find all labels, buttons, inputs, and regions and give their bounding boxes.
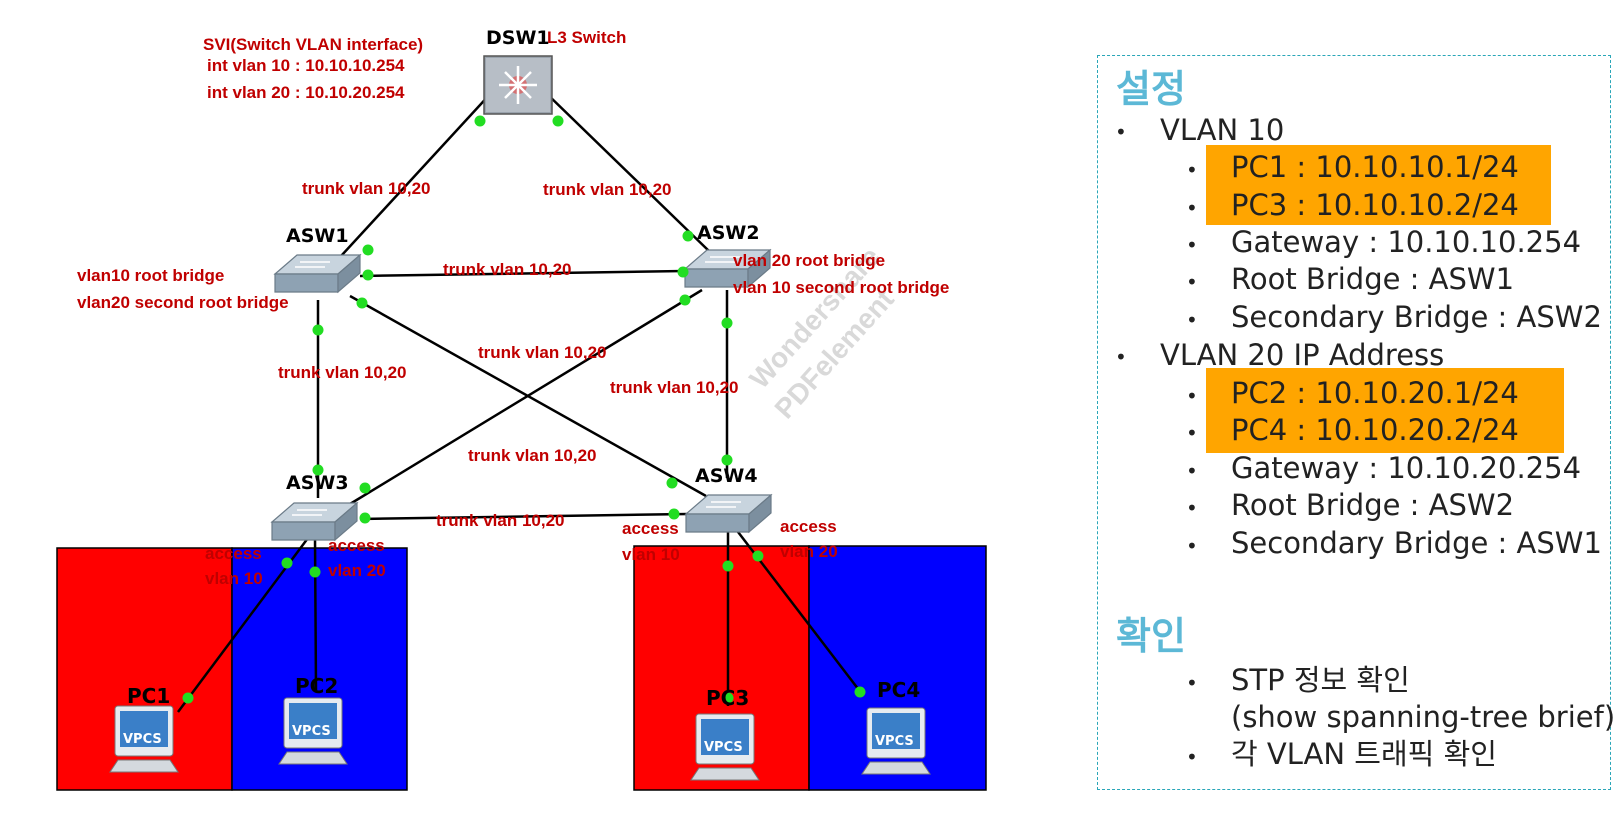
- pc2-vpcs-text: VPCS: [292, 724, 331, 739]
- bullet: •: [1186, 158, 1198, 182]
- pc4-monitor-icon[interactable]: [861, 707, 931, 775]
- link-asw2-asw3: [349, 288, 703, 506]
- link-asw1-asw2: [359, 269, 685, 278]
- asw2-note2: vlan 10 second root bridge: [733, 278, 950, 297]
- trunk-label-asw1-asw2: trunk vlan 10,20: [443, 260, 572, 279]
- vlan20-label-pc2: vlan 20: [328, 561, 386, 580]
- trunk-label-dsw1-asw1: trunk vlan 10,20: [302, 179, 431, 198]
- asw1-switch-icon[interactable]: [273, 253, 362, 294]
- asw4-switch-icon[interactable]: [684, 493, 773, 534]
- link-asw3-asw4: [359, 512, 689, 521]
- vlan10-label-pc1: vlan 10: [205, 569, 263, 588]
- access-label-pc3: access: [622, 519, 679, 538]
- link-dsw1-asw2: [544, 91, 711, 253]
- trunk-label-asw2-asw4: trunk vlan 10,20: [610, 378, 739, 397]
- trunk-label-asw3-asw4: trunk vlan 10,20: [436, 511, 565, 530]
- pc3-monitor-icon[interactable]: [690, 713, 760, 781]
- vlan20-title: VLAN 20 IP Address: [1160, 338, 1445, 372]
- verify-stp: STP 정보 확인: [1231, 663, 1410, 697]
- port-dots: [182, 115, 866, 704]
- bullet: •: [1186, 308, 1198, 332]
- access-label-pc2: access: [328, 536, 385, 555]
- pc4-vpcs-text: VPCS: [875, 734, 914, 749]
- bullet: •: [1186, 534, 1198, 558]
- vlan10-title: VLAN 10: [1160, 113, 1285, 147]
- bullet: •: [1186, 233, 1198, 257]
- dsw1-switch-icon[interactable]: [483, 55, 553, 115]
- bullet: •: [1186, 196, 1198, 220]
- pc1-monitor-icon[interactable]: [109, 705, 179, 773]
- trunk-label-asw2-asw3: trunk vlan 10,20: [478, 343, 607, 362]
- pc3-vpcs-text: VPCS: [704, 740, 743, 755]
- vlan20-root: Root Bridge : ASW2: [1231, 488, 1515, 522]
- pc2-label: PC2: [295, 674, 339, 698]
- trunk-label-asw1-asw4: trunk vlan 10,20: [468, 446, 597, 465]
- bullet: •: [1115, 345, 1127, 369]
- settings-title: 설정: [1116, 67, 1186, 111]
- svi-vlan20: int vlan 20 : 10.10.20.254: [207, 83, 405, 102]
- asw1-note2: vlan20 second root bridge: [77, 293, 289, 312]
- bullet: •: [1186, 745, 1198, 769]
- asw2-switch-icon[interactable]: [683, 248, 772, 289]
- vlan10-root: Root Bridge : ASW1: [1231, 262, 1515, 296]
- access-label-pc4: access: [780, 517, 837, 536]
- bullet: •: [1186, 384, 1198, 408]
- vlan10-pc3: PC3 : 10.10.10.2/24: [1231, 188, 1519, 222]
- access-label-pc1: access: [205, 544, 262, 563]
- asw1-label: ASW1: [286, 225, 349, 247]
- link-asw3-pc2: [313, 537, 318, 691]
- bullet: •: [1186, 421, 1198, 445]
- asw2-note1: vlan 20 root bridge: [733, 251, 886, 270]
- asw3-switch-icon[interactable]: [270, 501, 359, 542]
- vlan10-pc1: PC1 : 10.10.10.1/24: [1231, 150, 1519, 184]
- pc4-label: PC4: [877, 678, 921, 702]
- config-panel: [1097, 55, 1611, 790]
- svi-title: SVI(Switch VLAN interface): [203, 35, 424, 54]
- asw3-label: ASW3: [286, 472, 349, 494]
- dsw1-label: DSW1: [486, 27, 550, 49]
- bullet: •: [1186, 270, 1198, 294]
- asw4-label: ASW4: [695, 465, 758, 487]
- vlan20-label-pc4: vlan 20: [780, 542, 838, 561]
- verify-traffic: 각 VLAN 트래픽 확인: [1231, 737, 1497, 771]
- asw1-note1: vlan10 root bridge: [77, 266, 225, 285]
- asw2-label: ASW2: [697, 222, 760, 244]
- dsw1-role: L3 Switch: [547, 28, 627, 47]
- verify-stp-command: (show spanning-tree brief): [1231, 700, 1616, 734]
- vlan20-gateway: Gateway : 10.10.20.254: [1231, 451, 1582, 485]
- link-dsw1-asw1: [329, 91, 493, 269]
- vlan10-secondary: Secondary Bridge : ASW2: [1231, 300, 1602, 334]
- vlan20-secondary: Secondary Bridge : ASW1: [1231, 526, 1602, 560]
- vlan20-area-left: [231, 547, 408, 791]
- pc3-label: PC3: [706, 686, 750, 710]
- bullet: •: [1186, 496, 1198, 520]
- trunk-label-asw1-asw3: trunk vlan 10,20: [278, 363, 407, 382]
- pc1-vpcs-text: VPCS: [123, 732, 162, 747]
- trunk-label-dsw1-asw2: trunk vlan 10,20: [543, 180, 672, 199]
- vlan10-gateway: Gateway : 10.10.10.254: [1231, 225, 1582, 259]
- pc1-label: PC1: [127, 684, 171, 708]
- bullet: •: [1186, 671, 1198, 695]
- vlan20-pc4: PC4 : 10.10.20.2/24: [1231, 413, 1519, 447]
- vlan20-pc2: PC2 : 10.10.20.1/24: [1231, 376, 1519, 410]
- pc2-monitor-icon[interactable]: [278, 697, 348, 765]
- vlan10-label-pc3: vlan 10: [622, 545, 680, 564]
- svi-vlan10: int vlan 10 : 10.10.10.254: [207, 56, 405, 75]
- vlan20-highlight: [1206, 368, 1564, 453]
- bullet: •: [1186, 459, 1198, 483]
- vlan10-highlight: [1206, 145, 1551, 225]
- verify-title: 확인: [1116, 614, 1186, 658]
- bullet: •: [1115, 120, 1127, 144]
